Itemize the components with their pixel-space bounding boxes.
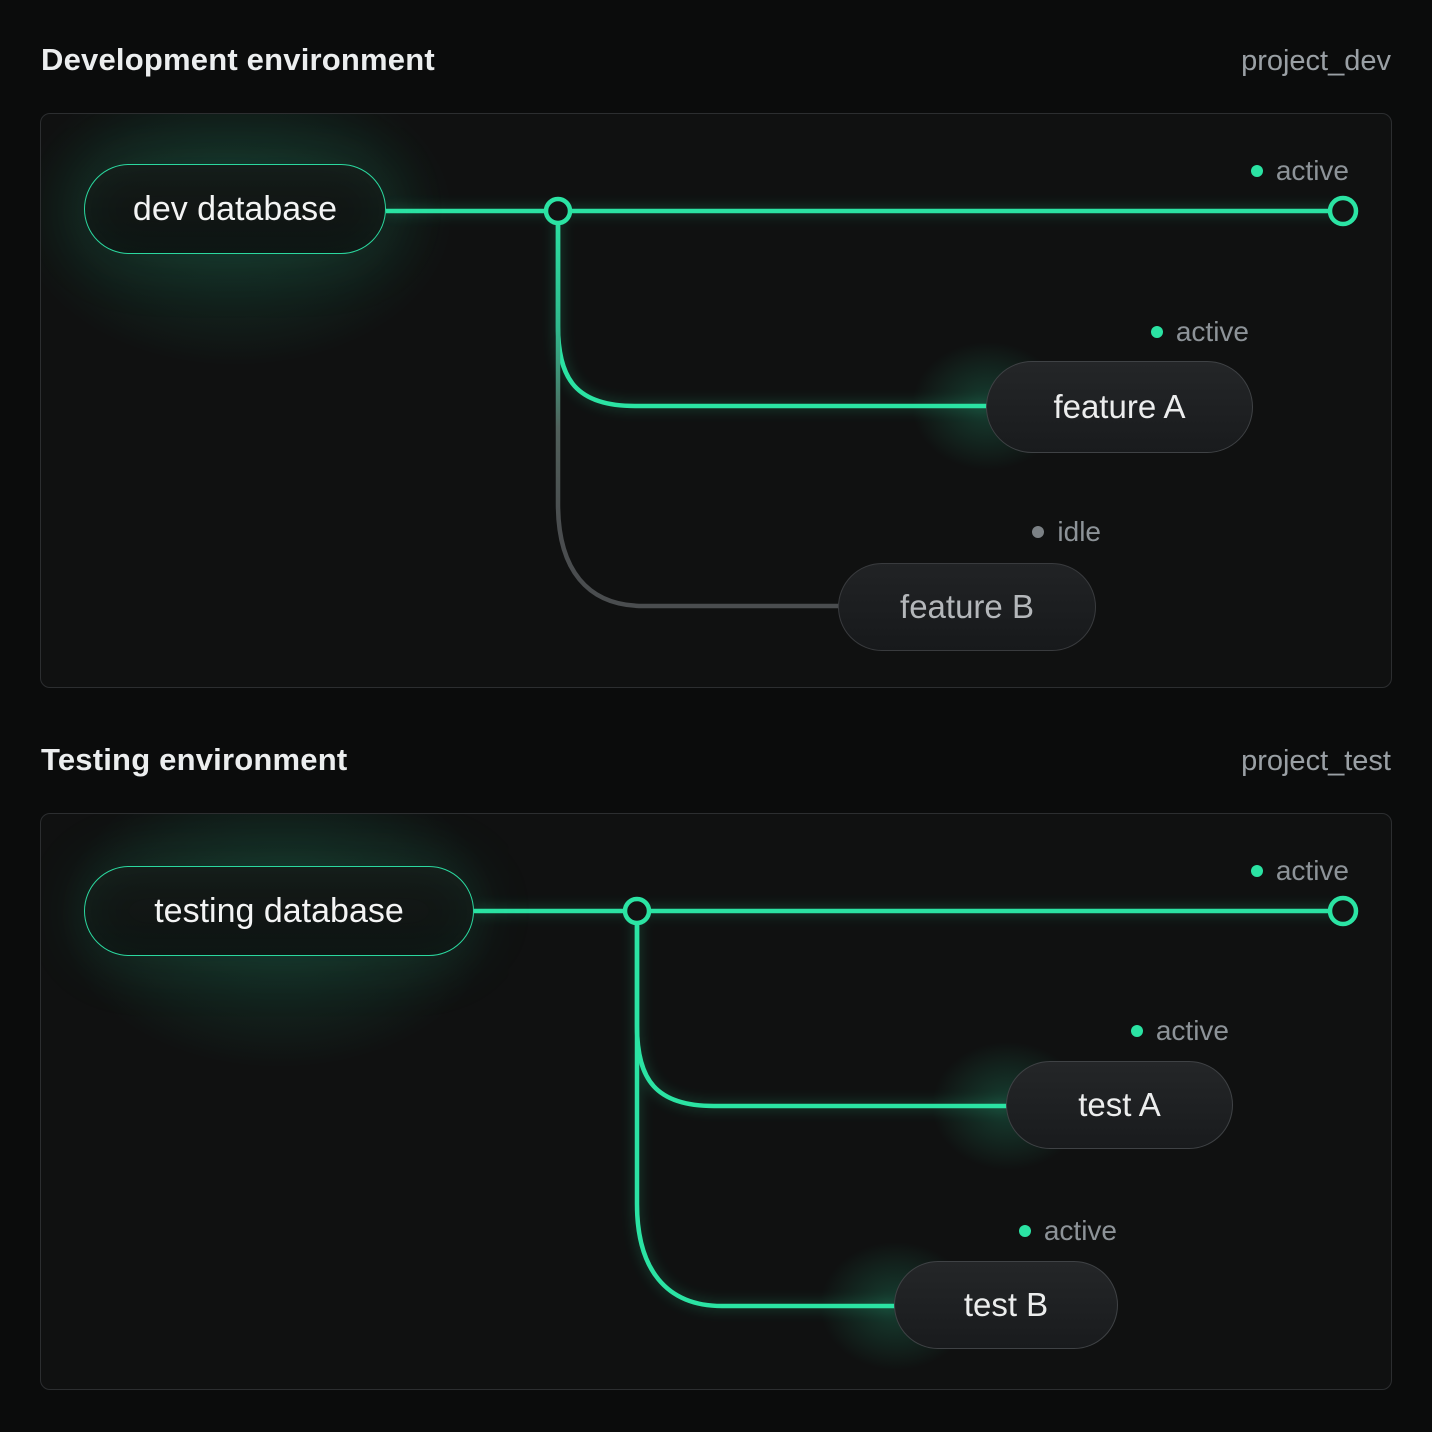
dev-branch-wires [386, 195, 1359, 609]
status-label: active [1275, 855, 1349, 886]
dev-section-header: Development environment project_dev [41, 42, 1391, 78]
active-status-dot-icon [1150, 326, 1163, 338]
test-b-node[interactable]: test B [894, 1261, 1118, 1349]
dev-main-branch-endpoint-node [1327, 195, 1359, 227]
idle-status-dot-icon [1032, 526, 1045, 538]
dev-feature-a-branch-line [555, 211, 988, 409]
test-main-branch-status: active [1250, 855, 1349, 887]
test-a-node[interactable]: test A [1006, 1061, 1233, 1149]
dev-project-label: project_dev [1241, 45, 1391, 77]
feature-a-status: active [1150, 316, 1249, 348]
dev-environment-panel: dev database feature A feature B active … [40, 113, 1392, 688]
status-label: active [1275, 155, 1349, 186]
test-branch-junction-node [622, 896, 652, 926]
feature-a-label: feature A [1053, 388, 1186, 425]
test-main-branch-endpoint-node [1327, 895, 1359, 927]
active-status-dot-icon [1250, 165, 1263, 177]
dev-section-title: Development environment [41, 42, 435, 77]
feature-a-node[interactable]: feature A [986, 361, 1253, 453]
test-b-status: active [1018, 1215, 1117, 1247]
active-status-dot-icon [1018, 1225, 1031, 1237]
testing-database-node[interactable]: testing database [84, 866, 474, 956]
dev-feature-b-branch-line [555, 211, 840, 609]
status-label: active [1175, 316, 1249, 347]
feature-b-node[interactable]: feature B [838, 563, 1096, 651]
feature-b-label: feature B [900, 588, 1034, 625]
dev-main-branch-status: active [1250, 155, 1349, 187]
test-section-header: Testing environment project_test [41, 742, 1391, 778]
testing-database-label: testing database [154, 891, 404, 930]
active-status-dot-icon [1250, 865, 1263, 877]
dev-database-label: dev database [132, 189, 338, 228]
test-project-label: project_test [1241, 745, 1391, 777]
test-section-title: Testing environment [41, 742, 348, 777]
test-a-branch-line [634, 911, 1008, 1109]
feature-b-status: idle [1032, 516, 1101, 548]
dev-database-node[interactable]: dev database [84, 164, 386, 254]
test-a-status: active [1130, 1015, 1229, 1047]
status-label: idle [1057, 516, 1101, 547]
test-b-branch-line [634, 911, 896, 1309]
test-a-label: test A [1078, 1086, 1161, 1123]
active-status-dot-icon [1130, 1025, 1143, 1037]
dev-branch-junction-node [543, 196, 573, 226]
test-branch-wires [474, 895, 1359, 1311]
status-label: active [1043, 1215, 1117, 1246]
status-label: active [1155, 1015, 1229, 1046]
test-b-label: test B [963, 1286, 1049, 1323]
test-environment-panel: testing database test A test B active ac… [40, 813, 1392, 1390]
